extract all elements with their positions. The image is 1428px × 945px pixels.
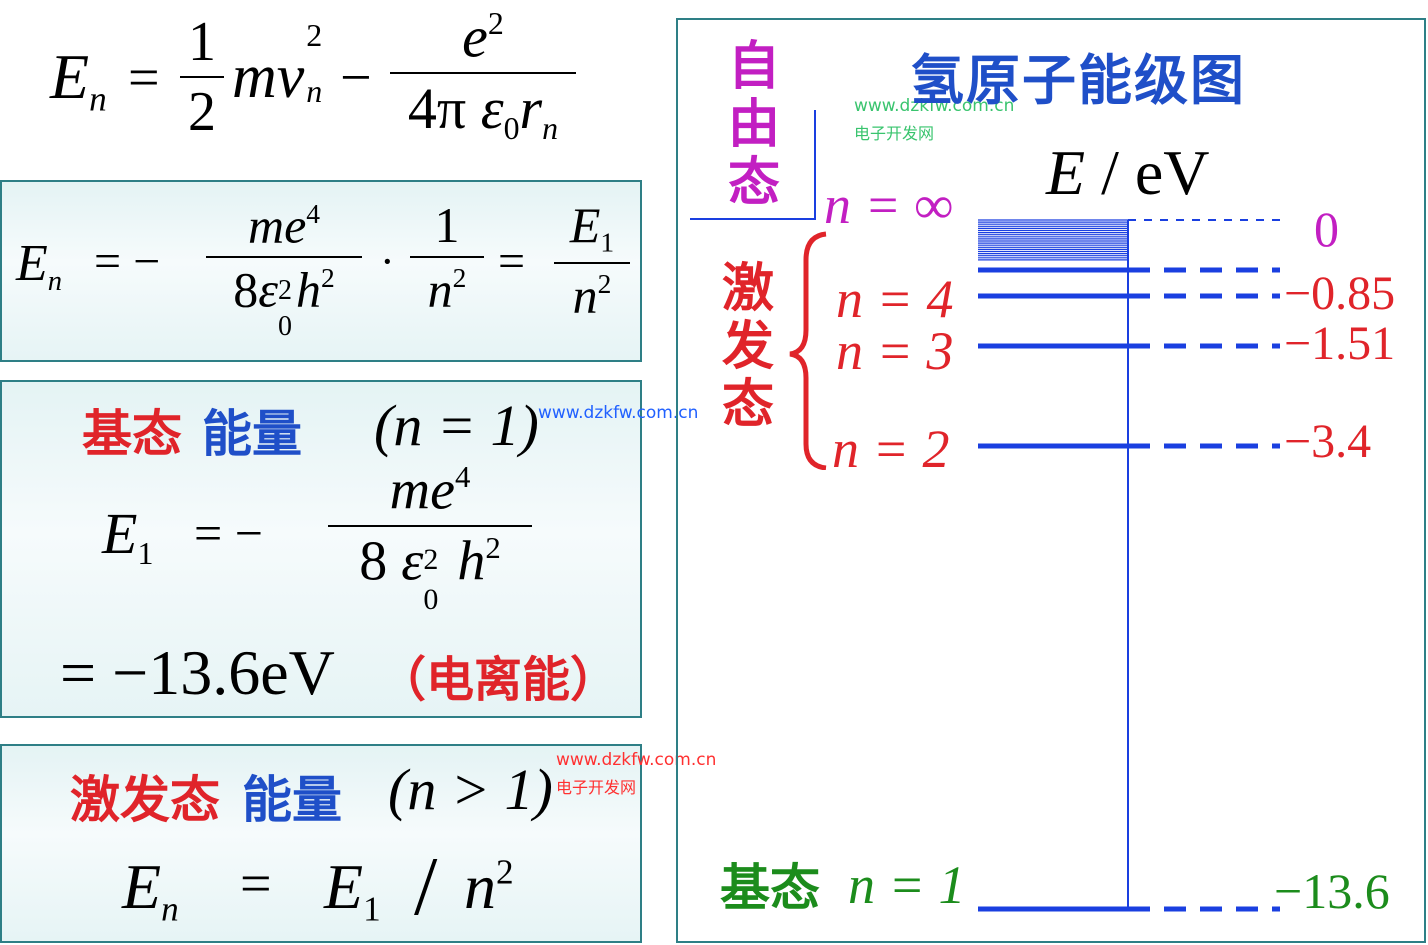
level-lines	[978, 219, 1280, 912]
excited-state-condition: (n > 1)	[388, 757, 553, 822]
box3-equals: =	[240, 853, 272, 915]
level-label-n-inf: n = ∞	[824, 175, 953, 235]
ground-state-title-blue: 能量	[202, 405, 302, 463]
box1-fraction-E1-over-n2: E1 n2	[554, 200, 630, 320]
excited-state-brace	[789, 231, 827, 470]
ionization-note: （电离能）	[378, 652, 619, 708]
box1-lhs: En	[16, 235, 63, 297]
energy-value-n-3: −1.51	[1284, 317, 1396, 370]
eq1-coulomb-fraction: e2 4π ε0rn	[390, 8, 576, 145]
energy-value-inf: 0	[1314, 201, 1339, 257]
watermark-url: www.dzkfw.com.cn	[854, 96, 1015, 116]
watermark-site: 电子开发网	[556, 778, 637, 797]
watermark-url: www.dzkfw.com.cn	[538, 403, 699, 423]
ground-state-condition: (n = 1)	[374, 393, 539, 458]
level-label-n-3: n = 3	[836, 321, 954, 381]
ground-state-label: 基态	[720, 859, 820, 917]
eq1-lhs: En	[50, 41, 107, 119]
box3-rhs-den: n2	[464, 851, 514, 922]
level-label-n-4: n = 4	[836, 269, 954, 329]
energy-value-n-1: −13.6	[1274, 863, 1390, 919]
excited-state-title-blue: 能量	[242, 771, 342, 829]
energy-value-n-2: −3.4	[1284, 415, 1372, 468]
level-label-n-2: n = 2	[832, 419, 950, 479]
eq1-minus: −	[340, 47, 372, 109]
excited-state-label: 激发态	[721, 259, 774, 435]
energy-value-n-4: −0.85	[1284, 267, 1396, 320]
energy-level-diagram: 氢原子能级图 自由态 激发态 E / eV n = ∞ n = 4 n = 3 …	[676, 18, 1426, 943]
box3-slash: /	[414, 840, 438, 933]
ionization-value: = −13.6eV	[60, 637, 335, 708]
box3-lhs: En	[122, 851, 179, 929]
box2-equals-minus: = −	[194, 505, 263, 561]
box1-fraction-1-over-n2: 1 n2	[410, 200, 484, 314]
excited-state-energy-box: 激发态 能量 (n > 1) En = E1 / n2	[0, 744, 642, 943]
free-state-divider-vertical	[814, 110, 816, 218]
box1-equals-minus: = −	[94, 235, 161, 288]
box1-dot: ·	[380, 237, 395, 286]
axis-label: E / eV	[1046, 137, 1210, 208]
eq1-equals: =	[128, 47, 160, 109]
free-state-label: 自由态	[727, 37, 780, 213]
diagram-title: 氢原子能级图	[910, 49, 1246, 112]
box3-rhs: E1	[324, 851, 381, 929]
ground-state-title-red: 基态	[82, 405, 182, 463]
box2-lhs: E1	[102, 501, 154, 572]
watermark-site: 电子开发网	[854, 124, 935, 143]
box1-equals: =	[498, 235, 526, 288]
excited-state-title-red: 激发态	[70, 771, 220, 829]
level-label-n-1: n = 1	[848, 855, 966, 915]
free-state-divider-horizontal	[690, 218, 816, 220]
